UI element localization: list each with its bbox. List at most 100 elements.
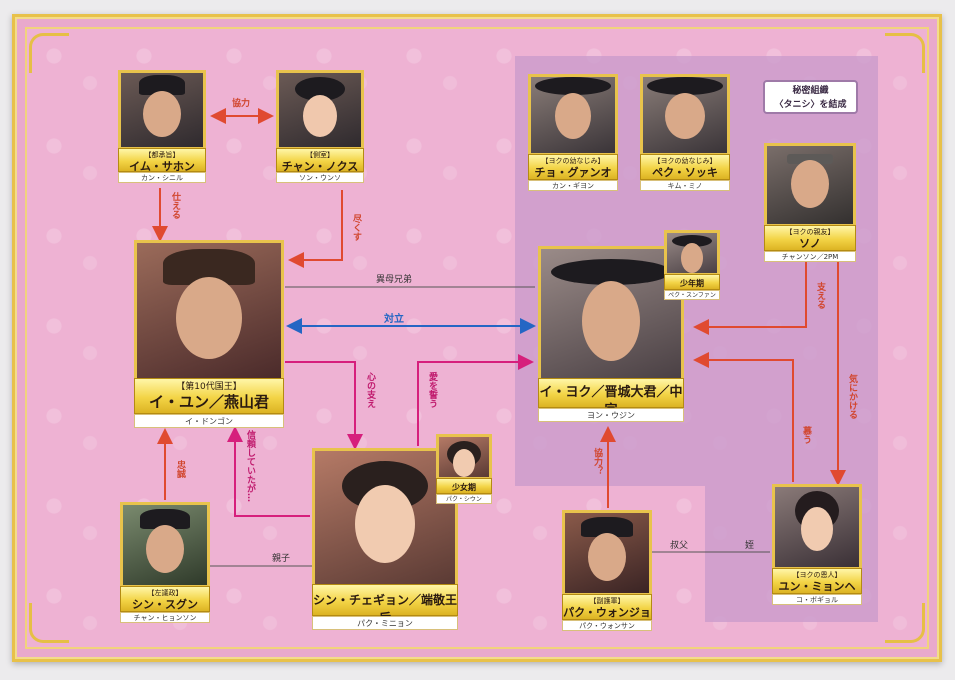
name-text: シン・スグン bbox=[132, 598, 198, 611]
label-tsukaeru: 仕える bbox=[170, 192, 180, 219]
portrait-photo bbox=[528, 74, 618, 156]
name-plate: シン・チェギョン／端敬王后 bbox=[312, 584, 458, 625]
name-plate: 【都承旨】 イム・サホン bbox=[118, 148, 206, 173]
actor-name: キム・ミノ bbox=[640, 180, 730, 191]
role-text: 【ヨクの幼なじみ】 bbox=[653, 157, 717, 165]
portrait-photo bbox=[312, 448, 458, 588]
role-text: 【側室】 bbox=[306, 151, 334, 159]
character-chaegyong[interactable]: シン・チェギョン／端敬王后 パク・ミニョン bbox=[312, 448, 458, 632]
role-text: 【ヨクの幼なじみ】 bbox=[541, 157, 605, 165]
name-text: チョ・グァンオ bbox=[534, 166, 612, 179]
label-shinrai: 信頼していたが… bbox=[245, 430, 255, 502]
character-yun-myonghe[interactable]: 【ヨクの恩人】 ユン・ミョンヘ コ・ボギョル bbox=[772, 484, 862, 605]
portrait-photo bbox=[118, 70, 206, 150]
actor-name: ペク・スンファン bbox=[664, 290, 720, 300]
actor-name: コ・ボギョル bbox=[772, 594, 862, 605]
role-text: 【第10代国王】 bbox=[176, 382, 242, 392]
actor-name: カン・シニル bbox=[118, 172, 206, 183]
label-kinikakeru: 気にかける bbox=[847, 374, 857, 419]
label-ai: 愛を誓う bbox=[427, 372, 437, 408]
character-jang-noksu[interactable]: 【側室】 チャン・ノクス ソン・ウンソ bbox=[276, 70, 364, 183]
character-sono[interactable]: 【ヨクの親友】 ソノ チャンソン／2PM bbox=[764, 143, 856, 262]
edge-sono-iyok bbox=[693, 262, 807, 335]
label-oji: 叔父 bbox=[670, 541, 689, 551]
label-sasaeru: 支える bbox=[815, 282, 825, 309]
name-plate: 【副護軍】 パク・ウォンジョン bbox=[562, 594, 652, 632]
role-text: 【ヨクの恩人】 bbox=[792, 571, 842, 579]
role-text: 【副護軍】 bbox=[589, 597, 625, 605]
secret-group-badge: 秘密組織 〈タニシ〉を結成 bbox=[763, 80, 858, 114]
role-text: 【左議政】 bbox=[147, 589, 183, 597]
name-text: イ・ユン／燕山君 bbox=[148, 393, 269, 411]
actor-name: チャン・ヒョンソン bbox=[120, 612, 210, 623]
character-iyok[interactable]: イ・ヨク／晋城大君／中宗 ヨン・ウジン bbox=[538, 246, 684, 424]
actor-name: ソン・ウンソ bbox=[276, 172, 364, 183]
portrait-photo bbox=[764, 143, 856, 227]
name-plate: 【ヨクの親友】 ソノ bbox=[764, 225, 856, 251]
portrait-photo bbox=[134, 240, 284, 382]
name-plate: 少女期 bbox=[436, 478, 492, 494]
portrait-photo bbox=[120, 502, 210, 588]
edge-yun-iyok bbox=[693, 352, 794, 482]
actor-name: イ・ドンゴン bbox=[134, 414, 284, 428]
character-shin-sugun[interactable]: 【左議政】 シン・スグン チャン・ヒョンソン bbox=[120, 502, 210, 623]
label-tairitsu: 対立 bbox=[384, 314, 404, 325]
label-ibo: 異母兄弟 bbox=[376, 275, 413, 285]
actor-name: パク・ミニョン bbox=[312, 616, 458, 630]
name-plate: イ・ヨク／晋城大君／中宗 bbox=[538, 378, 684, 418]
label-kokoro: 心の支え bbox=[365, 372, 375, 408]
name-text: チャン・ノクス bbox=[281, 160, 359, 173]
edge-jang-iyun bbox=[288, 190, 343, 268]
name-text: ソノ bbox=[799, 237, 821, 250]
name-text: 少年期 bbox=[680, 278, 704, 288]
name-text: ペク・ソッキ bbox=[652, 166, 718, 179]
label-shitau: 慕う bbox=[801, 426, 811, 444]
name-plate: 【第10代国王】 イ・ユン／燕山君 bbox=[134, 378, 284, 414]
portrait-photo bbox=[664, 230, 720, 276]
secret-group-line2: 〈タニシ〉を結成 bbox=[774, 100, 847, 110]
edge-iyun-chae bbox=[285, 361, 363, 450]
character-chaegyong-young[interactable]: 少女期 パク・シウン bbox=[436, 434, 492, 506]
label-chusei: 忠誠 bbox=[175, 460, 185, 478]
label-kyoryoku-q: 協力？ bbox=[592, 448, 602, 475]
character-park-wonjong[interactable]: 【副護軍】 パク・ウォンジョン パク・ウォンサン bbox=[562, 510, 652, 632]
name-plate: 【ヨクの幼なじみ】 チョ・グァンオ bbox=[528, 154, 618, 180]
secret-group-line1: 秘密組織 bbox=[792, 86, 829, 96]
actor-name: カン・ギヨン bbox=[528, 180, 618, 191]
portrait-photo bbox=[436, 434, 492, 480]
name-plate: 【ヨクの幼なじみ】 ペク・ソッキ bbox=[640, 154, 730, 180]
name-plate: 【側室】 チャン・ノクス bbox=[276, 148, 364, 173]
label-oyako: 親子 bbox=[272, 554, 291, 564]
name-text: 少女期 bbox=[452, 482, 476, 492]
actor-name: ヨン・ウジン bbox=[538, 408, 684, 422]
character-iyun[interactable]: 【第10代国王】 イ・ユン／燕山君 イ・ドンゴン bbox=[134, 240, 284, 428]
role-text: 【都承旨】 bbox=[144, 151, 180, 159]
name-plate: 【ヨクの恩人】 ユン・ミョンヘ bbox=[772, 568, 862, 594]
character-cho-gwangwo[interactable]: 【ヨクの幼なじみ】 チョ・グァンオ カン・ギヨン bbox=[528, 74, 618, 191]
actor-name: パク・ウォンサン bbox=[562, 620, 652, 631]
name-plate: 少年期 bbox=[664, 274, 720, 290]
frame-corner-ornament bbox=[29, 33, 69, 73]
character-im-sahon[interactable]: 【都承旨】 イム・サホン カン・シニル bbox=[118, 70, 206, 183]
role-text: 【ヨクの親友】 bbox=[785, 228, 835, 236]
name-plate: 【左議政】 シン・スグン bbox=[120, 586, 210, 612]
character-iyok-young[interactable]: 少年期 ペク・スンファン bbox=[664, 230, 720, 302]
actor-name: パク・シウン bbox=[436, 494, 492, 504]
frame-corner-ornament bbox=[29, 603, 69, 643]
edge-chae-iyok bbox=[417, 354, 534, 446]
label-mei: 姪 bbox=[745, 541, 755, 551]
portrait-photo bbox=[562, 510, 652, 596]
frame-corner-ornament bbox=[885, 33, 925, 73]
portrait-photo bbox=[640, 74, 730, 156]
portrait-photo bbox=[772, 484, 862, 570]
name-text: ユン・ミョンヘ bbox=[778, 580, 856, 593]
frame-corner-ornament bbox=[885, 603, 925, 643]
edge-chae-iyun bbox=[227, 426, 310, 517]
label-kyoryoku: 協力 bbox=[232, 99, 251, 109]
actor-name: チャンソン／2PM bbox=[764, 251, 856, 262]
character-pek-sokki[interactable]: 【ヨクの幼なじみ】 ペク・ソッキ キム・ミノ bbox=[640, 74, 730, 191]
name-text: イム・サホン bbox=[129, 160, 195, 173]
portrait-photo bbox=[538, 246, 684, 382]
portrait-photo bbox=[276, 70, 364, 150]
